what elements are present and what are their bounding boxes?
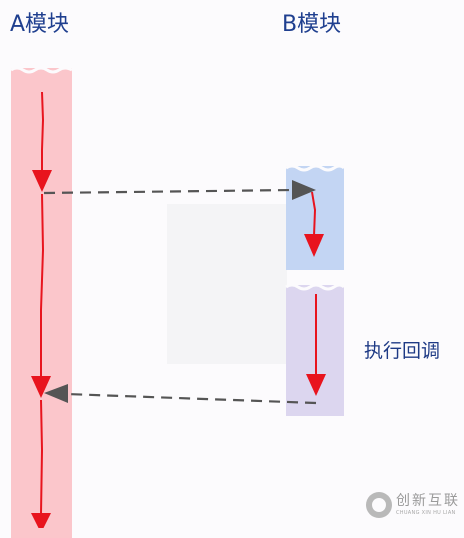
watermark-subtitle: CHUANG XIN HU LIAN xyxy=(396,510,456,516)
module-b-flow-arrow-2 xyxy=(306,294,326,396)
callback-dashed-arrow xyxy=(44,384,317,405)
watermark: 创新互联 CHUANG XIN HU LIAN xyxy=(366,486,462,524)
background-panel xyxy=(167,204,287,364)
module-a-flow-arrow-3 xyxy=(31,399,51,528)
module-a-flow-arrow-1 xyxy=(32,91,52,192)
module-b-call-torn-edge xyxy=(285,164,346,172)
watermark-logo-icon xyxy=(366,492,392,518)
module-a-label: A模块 xyxy=(10,12,70,37)
module-b-callback-torn-edge xyxy=(285,283,346,291)
module-a-flow-arrow-2 xyxy=(31,193,51,398)
call-dashed-arrow xyxy=(43,180,316,200)
module-b-flow-arrow-1 xyxy=(304,191,324,257)
module-a-torn-edge xyxy=(10,66,73,74)
callback-label: 执行回调 xyxy=(364,340,441,362)
watermark-title: 创新互联 xyxy=(396,493,460,509)
module-b-label: B模块 xyxy=(282,12,342,37)
